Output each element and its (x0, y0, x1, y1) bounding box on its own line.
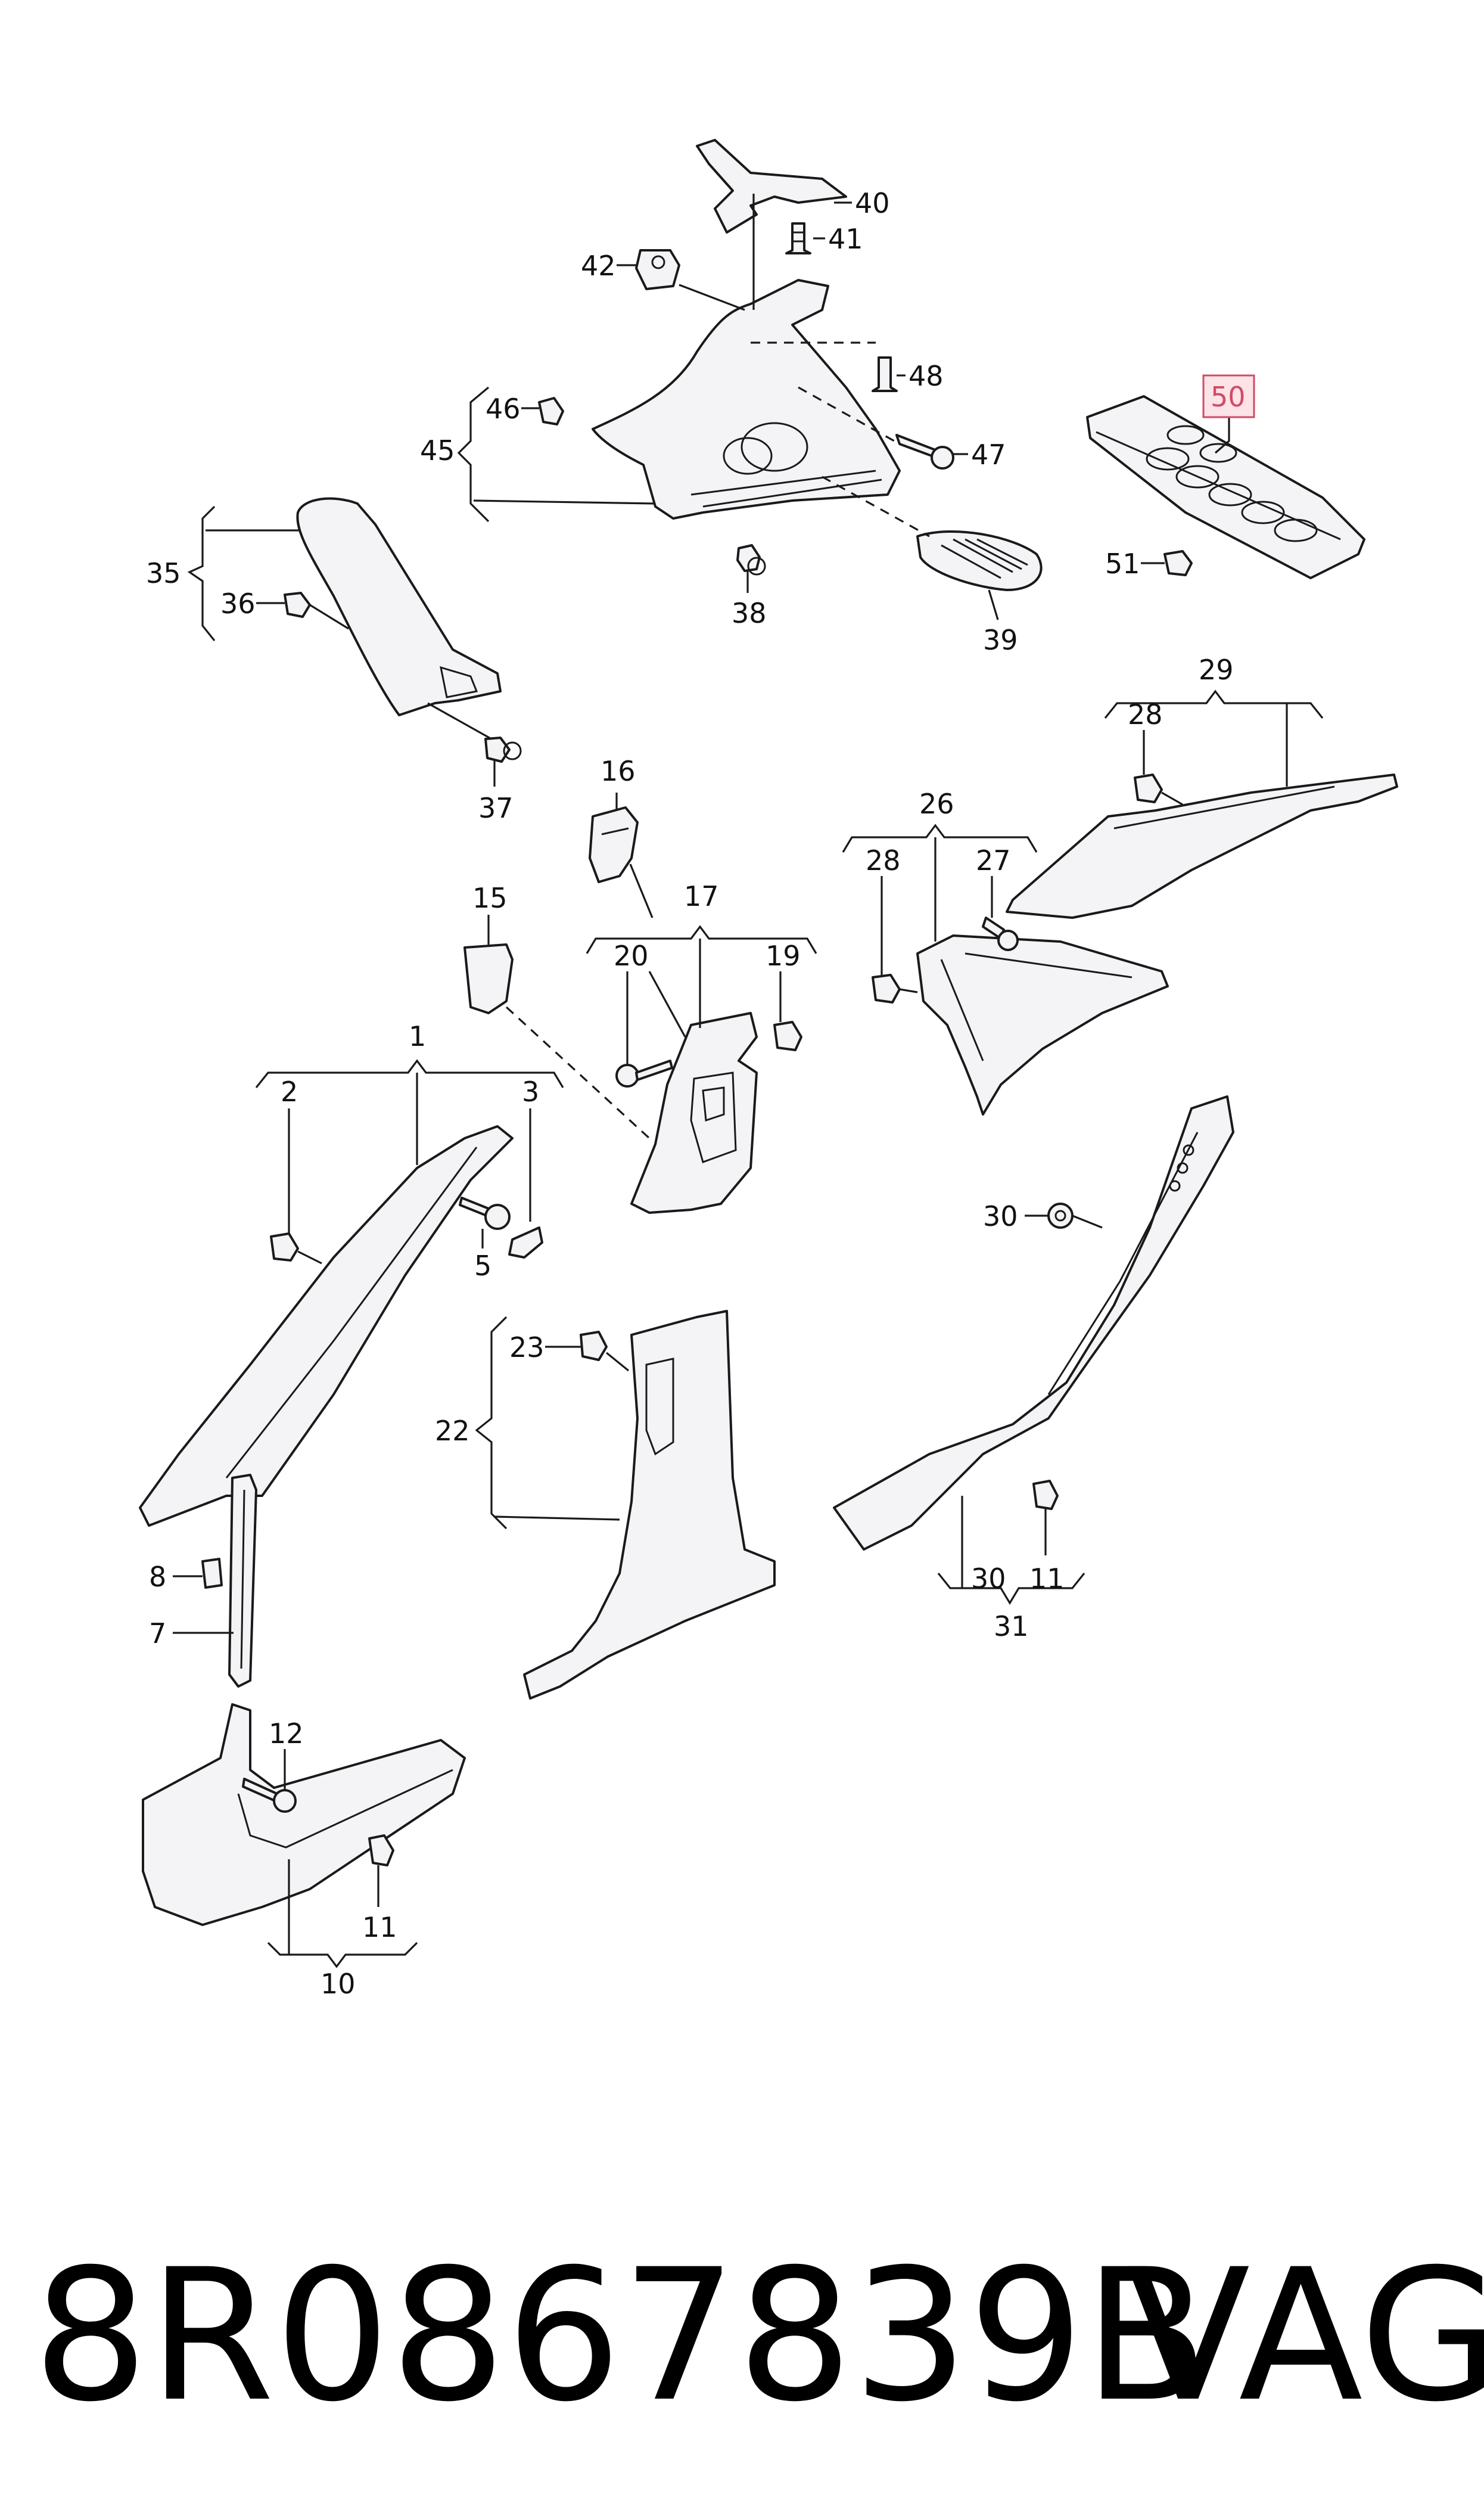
callout-20: 20 (614, 940, 649, 972)
callout-28-left: 28 (866, 844, 901, 877)
part-19-clip (773, 1021, 802, 1051)
callout-2: 2 (281, 1076, 298, 1108)
callout-31: 31 (994, 1610, 1029, 1642)
part-47-screw (895, 434, 954, 470)
part-1-pillar-trim (139, 1125, 514, 1527)
part-28-clip-left (872, 974, 901, 1004)
callout-45: 45 (420, 434, 455, 467)
part-2-clip (270, 1232, 299, 1262)
callout-11-left: 11 (362, 1911, 397, 1943)
part-11-clip-left (368, 1834, 394, 1866)
part-22-pillar-trim (523, 1310, 776, 1700)
callout-8: 8 (149, 1561, 166, 1593)
callout-46: 46 (486, 393, 521, 425)
part-41-screw (785, 222, 811, 254)
part-36-clip (284, 592, 311, 618)
callout-26: 26 (919, 788, 954, 820)
part-7-strip (228, 1474, 257, 1688)
part-30-grommet (1047, 1203, 1074, 1229)
part-28-clip-right (1134, 774, 1163, 803)
callout-35: 35 (146, 557, 181, 589)
callout-28-right: 28 (1128, 698, 1163, 731)
callout-16: 16 (601, 755, 636, 787)
part-46-clip (538, 397, 564, 425)
highlight-box-50 (1202, 374, 1255, 418)
callout-27: 27 (976, 844, 1011, 877)
part-20-screw (615, 1060, 673, 1088)
callout-15: 15 (472, 882, 508, 914)
callout-22: 22 (435, 1415, 470, 1447)
part-48-screw (872, 356, 898, 392)
callout-23: 23 (509, 1331, 545, 1363)
part-16-bracket (589, 806, 639, 883)
callout-19: 19 (766, 940, 801, 972)
callout-38: 38 (732, 597, 767, 629)
part-50-panel (1086, 395, 1365, 579)
part-35-pillar-trim (296, 497, 502, 716)
callout-50: 50 (1211, 381, 1246, 413)
callout-40: 40 (855, 187, 890, 219)
part-31-pillar-trim (833, 1095, 1234, 1551)
part-29-trim (1006, 774, 1398, 919)
callout-36: 36 (220, 588, 256, 620)
part-10-sill-trim (142, 1703, 466, 1926)
callout-41: 41 (828, 223, 863, 255)
callout-47: 47 (971, 439, 1006, 471)
part-38-clip (736, 544, 766, 576)
callout-17: 17 (684, 880, 719, 912)
callout-5: 5 (474, 1250, 491, 1282)
callout-48: 48 (909, 360, 944, 392)
callout-30-bottom: 30 (971, 1563, 1006, 1595)
part-23-clip (580, 1331, 608, 1361)
callout-3: 3 (522, 1076, 539, 1108)
part-45-c-pillar-trim (592, 279, 901, 520)
callout-labels: 40 41 42 48 46 47 45 50 51 35 36 38 39 3… (146, 187, 1246, 2000)
callout-51: 51 (1105, 548, 1140, 580)
part-42-clip (635, 249, 680, 290)
callout-7: 7 (149, 1617, 166, 1650)
callout-30-top: 30 (983, 1200, 1018, 1232)
callout-29: 29 (1199, 654, 1234, 686)
part-number: 8R0867839B (33, 2230, 1209, 2442)
brand-label: VAG (1126, 2230, 1484, 2442)
parts-diagram: 40 41 42 48 46 47 45 50 51 35 36 38 39 3… (139, 139, 1398, 2000)
part-8-clip (201, 1558, 223, 1589)
part-3-cover (508, 1226, 543, 1259)
part-11-clip-right (1032, 1480, 1059, 1510)
part-40-bracket (696, 139, 847, 234)
callout-12: 12 (269, 1717, 304, 1750)
callout-11-right: 11 (1029, 1563, 1065, 1595)
part-27-screw (982, 917, 1019, 951)
callout-39: 39 (983, 624, 1018, 656)
callout-1: 1 (409, 1020, 426, 1052)
leader-lines (173, 194, 1324, 1968)
part-15-bracket (463, 943, 514, 1014)
part-37-clip (484, 737, 522, 763)
part-17-pillar-trim (630, 1012, 758, 1214)
callout-42: 42 (581, 250, 616, 282)
part-39-grille (916, 530, 1043, 591)
part-26-trim (916, 934, 1169, 1116)
part-51-clip (1163, 550, 1193, 576)
part-5-screw (459, 1197, 511, 1230)
callout-10: 10 (321, 1968, 356, 2000)
callout-37: 37 (478, 792, 514, 824)
